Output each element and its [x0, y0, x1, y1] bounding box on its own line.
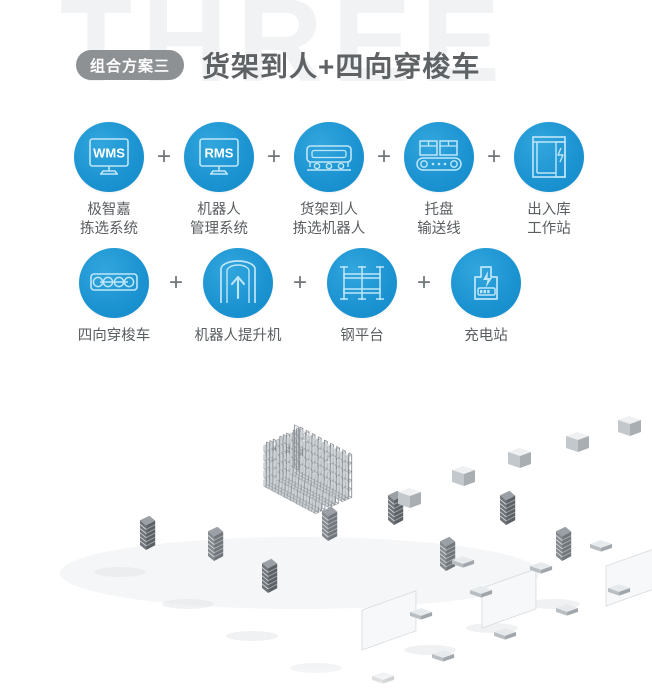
picking-robot-icon	[294, 122, 364, 192]
connector-plus: +	[168, 269, 183, 296]
solution-item-label: 充电站	[464, 328, 508, 344]
connector-plus: +	[292, 269, 307, 296]
connector-plus: +	[156, 143, 171, 170]
solution-item-label: 钢平台	[340, 328, 384, 344]
solution-row-1: WMS 极智嘉 拣选系统 + RMS 机器人 管理系统 +	[70, 122, 588, 238]
solution-item-pallet-conveyor[interactable]: 托盘 输送线	[400, 122, 478, 238]
pallet-conveyor-icon	[404, 122, 474, 192]
connector-plus: +	[266, 143, 281, 170]
solution-item-label: 机器人提升机	[194, 328, 282, 344]
solution-item-robot-lift[interactable]: 机器人提升机	[192, 248, 284, 346]
solution-item-label: 托盘 输送线	[417, 202, 461, 237]
inbound-outbound-station-icon	[514, 122, 584, 192]
warehouse-3d-render	[0, 358, 652, 700]
steel-platform-icon	[327, 248, 397, 318]
solution-item-label: 四向穿梭车	[77, 328, 151, 344]
solution-item-charging-station[interactable]: 充电站	[440, 248, 532, 346]
warehouse-scene-svg	[0, 358, 652, 700]
solution-item-label: 极智嘉 拣选系统	[80, 202, 138, 237]
monitor-wms-icon: WMS	[74, 122, 144, 192]
solution-item-picking-robot[interactable]: 货架到人 拣选机器人	[290, 122, 368, 238]
solution-item-label: 机器人 管理系统	[190, 202, 248, 237]
connector-plus: +	[376, 143, 391, 170]
solution-item-four-way-shuttle[interactable]: 四向穿梭车	[68, 248, 160, 346]
monitor-wms-icon-label: WMS	[93, 146, 125, 161]
solution-item-label: 货架到人 拣选机器人	[292, 202, 366, 237]
solution-item-io-station[interactable]: 出入库 工作站	[510, 122, 588, 238]
solution-item-wms[interactable]: WMS 极智嘉 拣选系统	[70, 122, 148, 238]
four-way-shuttle-icon	[79, 248, 149, 318]
monitor-rms-icon: RMS	[184, 122, 254, 192]
header: 组合方案三 货架到人+四向穿梭车	[0, 40, 652, 90]
solution-row-2: 四向穿梭车 + 机器人提升机 +	[68, 248, 532, 346]
page-title: 货架到人+四向穿梭车	[202, 51, 481, 82]
connector-plus: +	[486, 143, 501, 170]
charging-station-icon	[451, 248, 521, 318]
monitor-rms-icon-label: RMS	[205, 146, 234, 161]
solution-item-label: 出入库 工作站	[527, 202, 571, 237]
solution-item-rms[interactable]: RMS 机器人 管理系统	[180, 122, 258, 238]
solution-badge: 组合方案三	[76, 50, 184, 80]
solution-item-steel-platform[interactable]: 钢平台	[316, 248, 408, 346]
connector-plus: +	[416, 269, 431, 296]
robot-lift-icon	[203, 248, 273, 318]
